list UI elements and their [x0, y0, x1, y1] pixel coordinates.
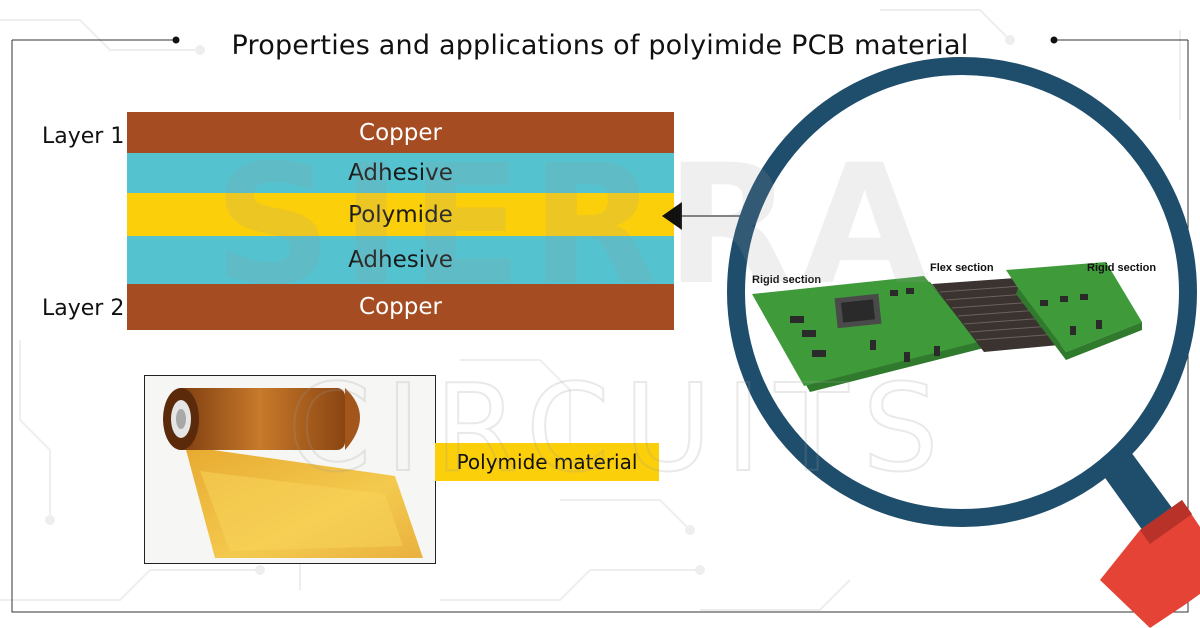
rigid-flex-pcb-illustration — [752, 262, 1142, 392]
rigid-section-left-label: Rigid section — [752, 274, 822, 286]
layer-copper-bottom: Copper — [127, 284, 674, 330]
layer-adhesive-bottom: Adhesive — [127, 236, 674, 284]
flex-section-label: Flex section — [930, 262, 994, 274]
polyimide-roll-image — [145, 376, 435, 563]
layer2-label: Layer 2 — [42, 296, 125, 321]
polyimide-roll-photo-frame — [144, 375, 436, 564]
layer-adhesive-top: Adhesive — [127, 153, 674, 193]
title-wrap: Properties and applications of polyimide… — [0, 20, 1200, 70]
rigid-section-right-label: Rigid section — [1087, 262, 1157, 274]
layer-polymide: Polymide — [127, 193, 674, 236]
layer-copper-top: Copper — [127, 112, 674, 153]
page-title: Properties and applications of polyimide… — [217, 29, 983, 61]
polymide-material-label: Polymide material — [435, 443, 659, 481]
layer1-label: Layer 1 — [42, 124, 125, 149]
